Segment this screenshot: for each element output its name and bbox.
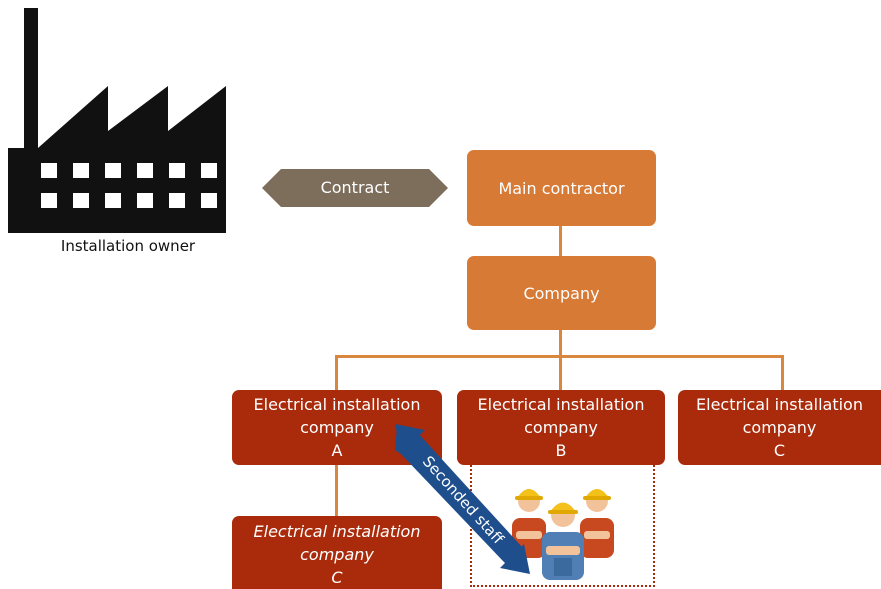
sub-subcontractor-line1: Electrical installation (253, 522, 421, 541)
main-contractor-box: Main contractor (467, 150, 656, 226)
subcontractor-b-line1: Electrical installation (477, 395, 645, 414)
subcontractor-c-line2: company (742, 418, 817, 437)
subcontractor-b-line2: company (524, 418, 598, 437)
connector-to-a (335, 355, 338, 391)
sub-subcontractor-c-box: Electrical installation company C (232, 516, 442, 589)
subcontractor-c-line3: C (773, 441, 786, 460)
company-label: Company (523, 283, 600, 303)
sub-subcontractor-line3: C (331, 568, 343, 587)
subcontractor-b-line3: B (555, 441, 567, 460)
company-box: Company (467, 256, 656, 330)
contract-label: Contract (320, 178, 390, 197)
main-contractor-label: Main contractor (498, 178, 625, 198)
seconded-staff-arrow (395, 424, 530, 574)
contract-arrow (262, 169, 448, 207)
subcontractor-c-box: Electrical installation company C (678, 390, 881, 465)
connector-company-down (559, 329, 562, 356)
subcontractor-b-box: Electrical installation company B (457, 390, 665, 465)
subcontractor-c-line1: Electrical installation (696, 395, 863, 414)
workers-group-icon (512, 489, 614, 580)
factory-icon (8, 8, 226, 233)
connector-to-c (781, 355, 784, 391)
connector-to-b (559, 355, 562, 391)
sub-subcontractor-line2: company (300, 545, 374, 564)
installation-owner-label: Installation owner (60, 237, 196, 255)
subcontractor-a-line2: company (300, 418, 374, 437)
subcontractor-a-line3: A (331, 441, 343, 460)
connector-main-to-company (559, 225, 562, 257)
subcontractor-a-line1: Electrical installation (253, 395, 421, 414)
connector-a-to-subsub (335, 463, 338, 518)
